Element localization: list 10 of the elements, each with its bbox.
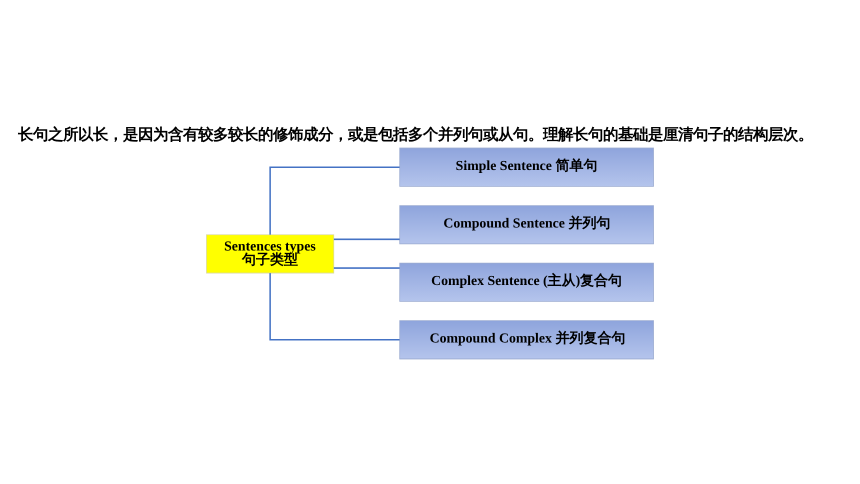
node-box: Complex Sentence (主从)复合句 xyxy=(399,262,654,302)
node-box: Compound Sentence 并列句 xyxy=(399,205,654,244)
connector xyxy=(269,166,400,235)
connector xyxy=(269,273,400,341)
node-box: Compound Complex 并列复合句 xyxy=(399,320,654,360)
diagram-title: 长句之所以长，是因为含有较多较长的修饰成分，或是包括多个并列句或从句。理解长句的基础是厘清句子的结构层次。 xyxy=(18,126,814,144)
node-box: Simple Sentence 简单句 xyxy=(399,148,654,187)
node-box: Sentences types 句子类型 xyxy=(206,234,334,274)
connector xyxy=(334,267,400,269)
connector xyxy=(334,238,400,240)
